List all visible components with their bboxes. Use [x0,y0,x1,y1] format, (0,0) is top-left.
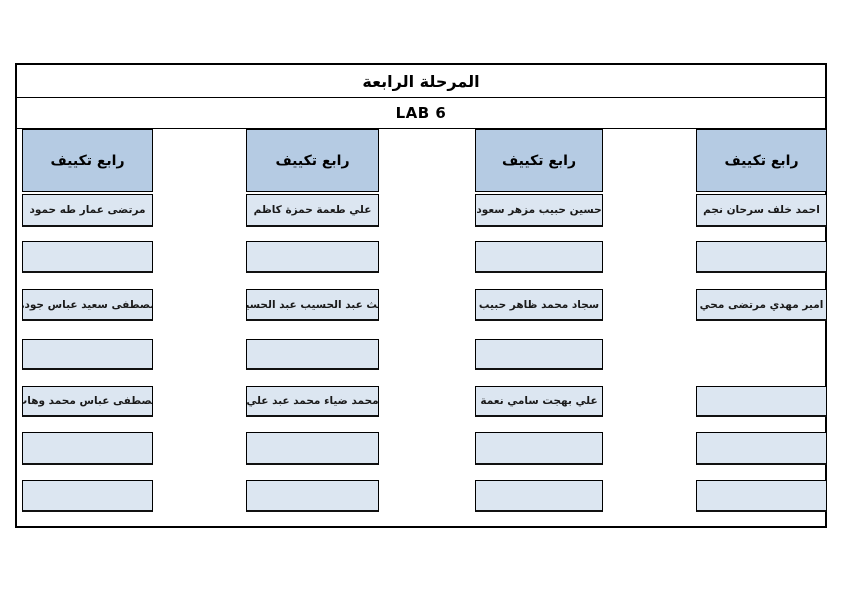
student-name-cell: مرتضى عمار طه حمود [22,194,153,227]
empty-cell [22,432,153,465]
column-header: رابع تكييف [475,129,603,192]
student-name-cell: محمد ضياء محمد عبد علي [246,386,379,417]
student-name-cell: سجاد محمد ظاهر حبيب [475,289,603,321]
empty-cell [246,480,379,512]
empty-cell [475,480,603,512]
empty-cell [246,241,379,273]
empty-cell [696,480,827,512]
column-header: رابع تكييف [696,129,827,192]
student-name-cell: غيث عبد الحسيب عبد الحسين [246,289,379,321]
empty-cell [22,480,153,512]
student-name-cell: احمد خلف سرحان نجم [696,194,827,227]
lab-label: LAB 6 [17,98,825,129]
lab-schedule-table: المرحلة الرابعة LAB 6 رابع تكييف مرتضى ع… [15,63,827,528]
empty-cell [246,339,379,370]
student-name-cell: علي بهجت سامي نعمة [475,386,603,417]
empty-cell [22,339,153,370]
student-column-1: رابع تكييف مرتضى عمار طه حمود مصطفى سعيد… [22,129,153,526]
empty-cell [475,339,603,370]
student-name-cell: حسين حبيب مزهر سعود [475,194,603,227]
student-column-3: رابع تكييف حسين حبيب مزهر سعود سجاد محمد… [475,129,603,526]
empty-cell [246,432,379,465]
student-name-cell: مصطفى سعيد عباس جودة [22,289,153,321]
student-column-2: رابع تكييف علي طعمة حمزة كاظم غيث عبد ال… [246,129,379,526]
columns-area: رابع تكييف مرتضى عمار طه حمود مصطفى سعيد… [17,129,827,526]
empty-cell [475,432,603,465]
empty-cell [696,432,827,465]
column-header: رابع تكييف [22,129,153,192]
stage-title: المرحلة الرابعة [17,65,825,98]
column-header: رابع تكييف [246,129,379,192]
empty-cell [475,241,603,273]
empty-cell [22,241,153,273]
student-name-cell: مصطفى عباس محمد وهاب [22,386,153,417]
student-name-cell: امير مهدي مرتضى محي [696,289,827,321]
student-name-cell: علي طعمة حمزة كاظم [246,194,379,227]
empty-cell [696,386,827,417]
student-column-4: رابع تكييف احمد خلف سرحان نجم امير مهدي … [696,129,827,526]
empty-cell [696,241,827,273]
